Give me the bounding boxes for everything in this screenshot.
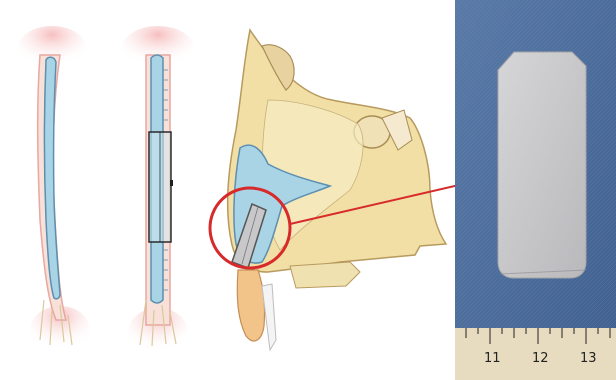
ruler-label-13: 13 xyxy=(580,351,597,366)
implant-marker xyxy=(170,180,173,186)
palatal-crest xyxy=(290,262,360,288)
panel-septum-deviated xyxy=(18,26,90,354)
columella xyxy=(237,270,264,341)
implant-sheet xyxy=(498,52,586,278)
panel-implant-photo: 11 12 13 xyxy=(455,0,616,380)
ruler-label-11: 11 xyxy=(484,351,501,366)
ruler-label-12: 12 xyxy=(532,351,549,366)
panel-septum-splinted xyxy=(122,26,194,356)
